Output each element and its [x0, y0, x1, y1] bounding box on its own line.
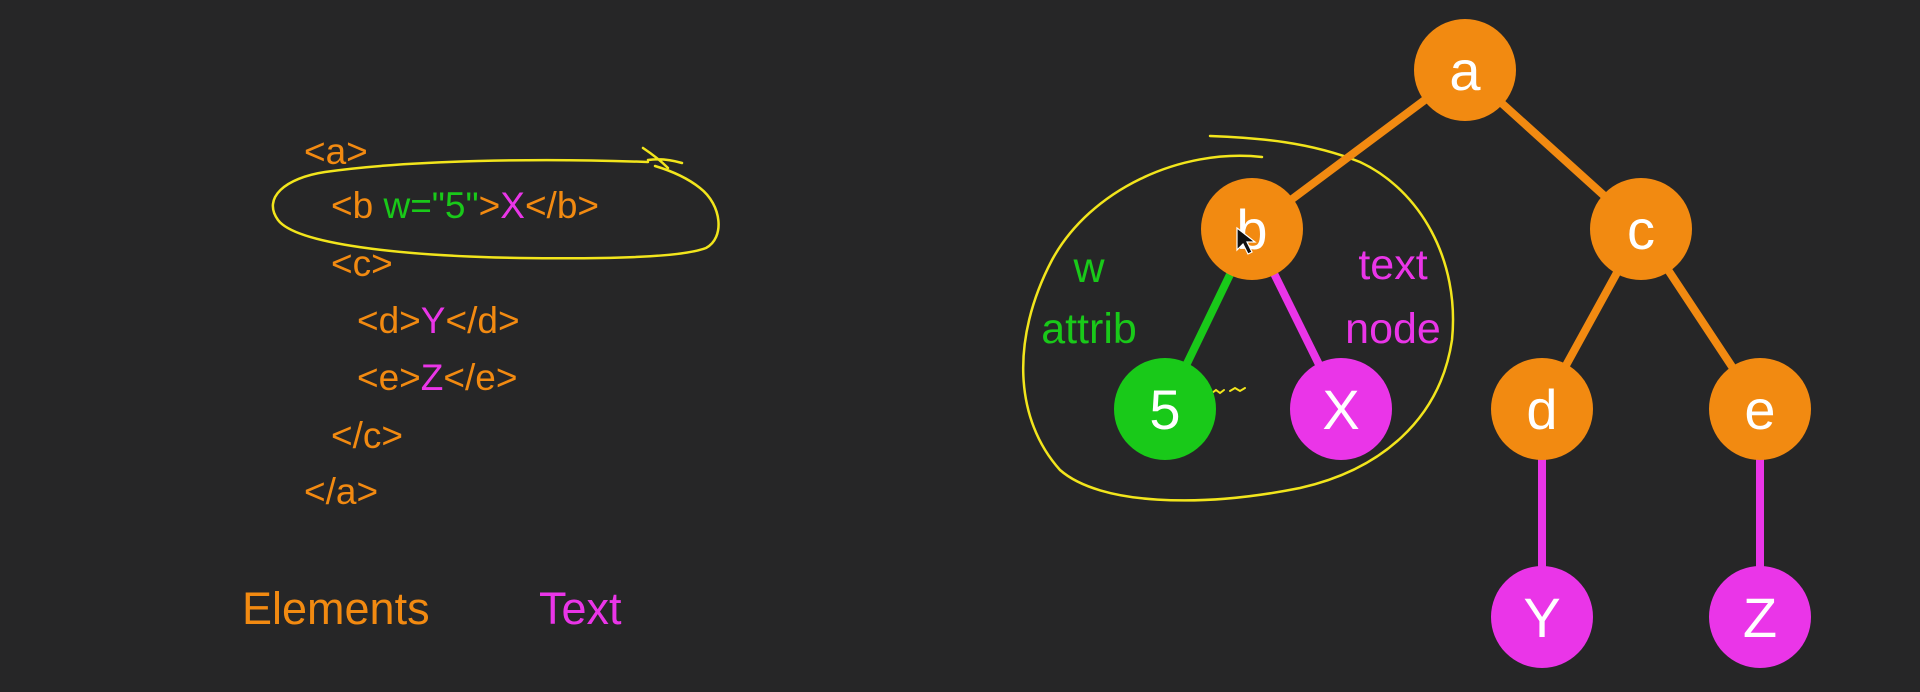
tree-node-b: b [1201, 178, 1303, 280]
node-label-d: d [1526, 378, 1557, 441]
node-circle-z [1709, 566, 1811, 668]
code-b-close-tag: </b> [524, 185, 600, 226]
tree-node-y: Y [1491, 566, 1593, 668]
subtree-highlight-loop [1022, 134, 1455, 502]
tree-node-a: a [1414, 19, 1516, 121]
tree-node-d: d [1491, 358, 1593, 460]
code-d-close-tag: </d> [445, 300, 520, 341]
tree-node-e: e [1709, 358, 1811, 460]
code-d-text: Y [420, 300, 446, 341]
text-node-label-line1: text [1358, 241, 1427, 289]
code-e-close-tag: </e> [443, 357, 518, 398]
code-line-a-close: </a> [304, 471, 379, 512]
legend-text: Text [539, 583, 622, 634]
node-label-c: c [1627, 198, 1655, 261]
code-line-d: <d>Y</d> [357, 299, 520, 343]
node-label-five: 5 [1149, 378, 1180, 441]
code-b-open-tag: <b [331, 185, 384, 226]
legend-elements: Elements [242, 583, 430, 634]
code-e-open-tag: <e> [357, 357, 421, 398]
code-line-c-close: </c> [331, 415, 403, 456]
tree-node-c: c [1590, 178, 1692, 280]
code-line-e: <e>Z</e> [357, 356, 517, 400]
node-circle-a [1414, 19, 1516, 121]
code-highlight-tick [641, 146, 684, 170]
node-circle-b [1201, 178, 1303, 280]
node-circle-c [1590, 178, 1692, 280]
node-label-y: Y [1523, 586, 1560, 649]
node-circle-x [1290, 358, 1392, 460]
attrib-label-line1: w [1072, 244, 1105, 292]
node-circle-e [1709, 358, 1811, 460]
attrib-label-line2: attrib [1041, 305, 1137, 353]
code-e-text: Z [420, 357, 444, 398]
annotation-squiggle [1211, 386, 1246, 395]
code-d-open-tag: <d> [357, 300, 421, 341]
node-label-a: a [1449, 39, 1481, 102]
tree-node-x: X [1290, 358, 1392, 460]
node-circle-y [1491, 566, 1593, 668]
code-highlight-ellipse [271, 158, 720, 260]
node-circle-five [1114, 358, 1216, 460]
text-node-label-line2: node [1345, 305, 1441, 353]
tree-nodes: a b c d e 5 X Y Z [1114, 19, 1811, 668]
node-circle-d [1491, 358, 1593, 460]
node-label-x: X [1322, 378, 1359, 441]
cursor-icon [1236, 226, 1257, 255]
node-label-z: Z [1743, 586, 1777, 649]
node-label-b: b [1236, 198, 1267, 261]
code-b-gt: > [478, 185, 501, 226]
node-label-e: e [1744, 378, 1775, 441]
code-line-b: <b w="5">X</b> [331, 184, 599, 228]
tree-node-five: 5 [1114, 358, 1216, 460]
code-b-attribute: w="5" [383, 185, 479, 226]
code-line-a-open: <a> [304, 131, 368, 172]
code-b-text: X [500, 185, 525, 226]
tree-node-z: Z [1709, 566, 1811, 668]
tree-edges [1161, 66, 1764, 617]
